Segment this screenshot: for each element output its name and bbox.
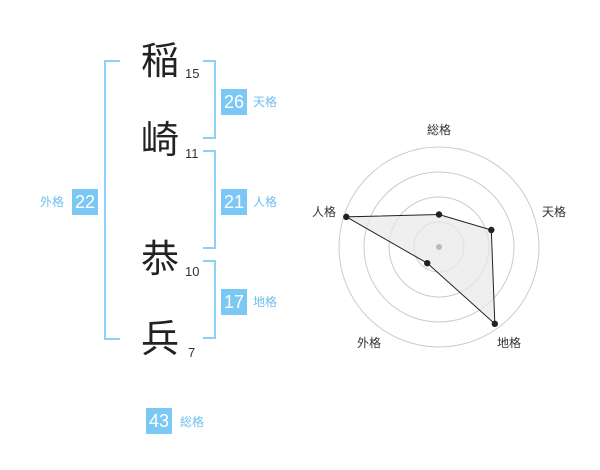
gaikaku-value-badge: 22 [72,189,99,215]
radar-point-3 [491,320,499,328]
name-char-3: 恭 [141,237,180,281]
tenkaku-label: 天格 [253,95,278,109]
radar-grid-ring [338,146,540,348]
soukaku-value-badge: 43 [146,408,173,434]
gaikaku-bracket [104,60,120,340]
chikaku-value-badge: 17 [221,289,248,315]
name-char-4: 兵 [141,317,180,361]
stroke-count-2: 11 [185,146,199,161]
stroke-count-1: 15 [185,66,200,81]
radar-axis-label: 総格 [427,122,451,137]
tenkaku-bracket [203,60,216,139]
radar-axis-label: 地格 [497,335,521,350]
radar-center-dot [436,244,442,250]
radar-axis-label: 人格 [312,204,336,219]
radar-point-4 [424,259,431,267]
radar-point-1 [435,211,443,218]
stroke-count-3: 10 [185,264,200,279]
radar-series-polygon [344,213,496,326]
jinkaku-bracket [203,150,216,249]
radar-axis-label: 外格 [357,335,381,350]
radar-grid-ring [363,171,515,323]
jinkaku-label: 人格 [253,195,278,209]
stroke-count-4: 7 [188,345,196,360]
radar-point-5 [343,213,350,221]
chikaku-bracket [203,260,216,339]
radar-point-2 [488,226,495,234]
soukaku-label: 総格 [180,415,205,429]
name-char-1: 稲 [141,39,180,83]
chikaku-label: 地格 [253,295,278,309]
tenkaku-value-badge: 26 [221,89,248,115]
jinkaku-value-badge: 21 [221,189,248,215]
radar-axis-label: 天格 [542,204,566,219]
name-char-2: 崎 [141,118,180,162]
gaikaku-label: 外格 [40,195,65,209]
